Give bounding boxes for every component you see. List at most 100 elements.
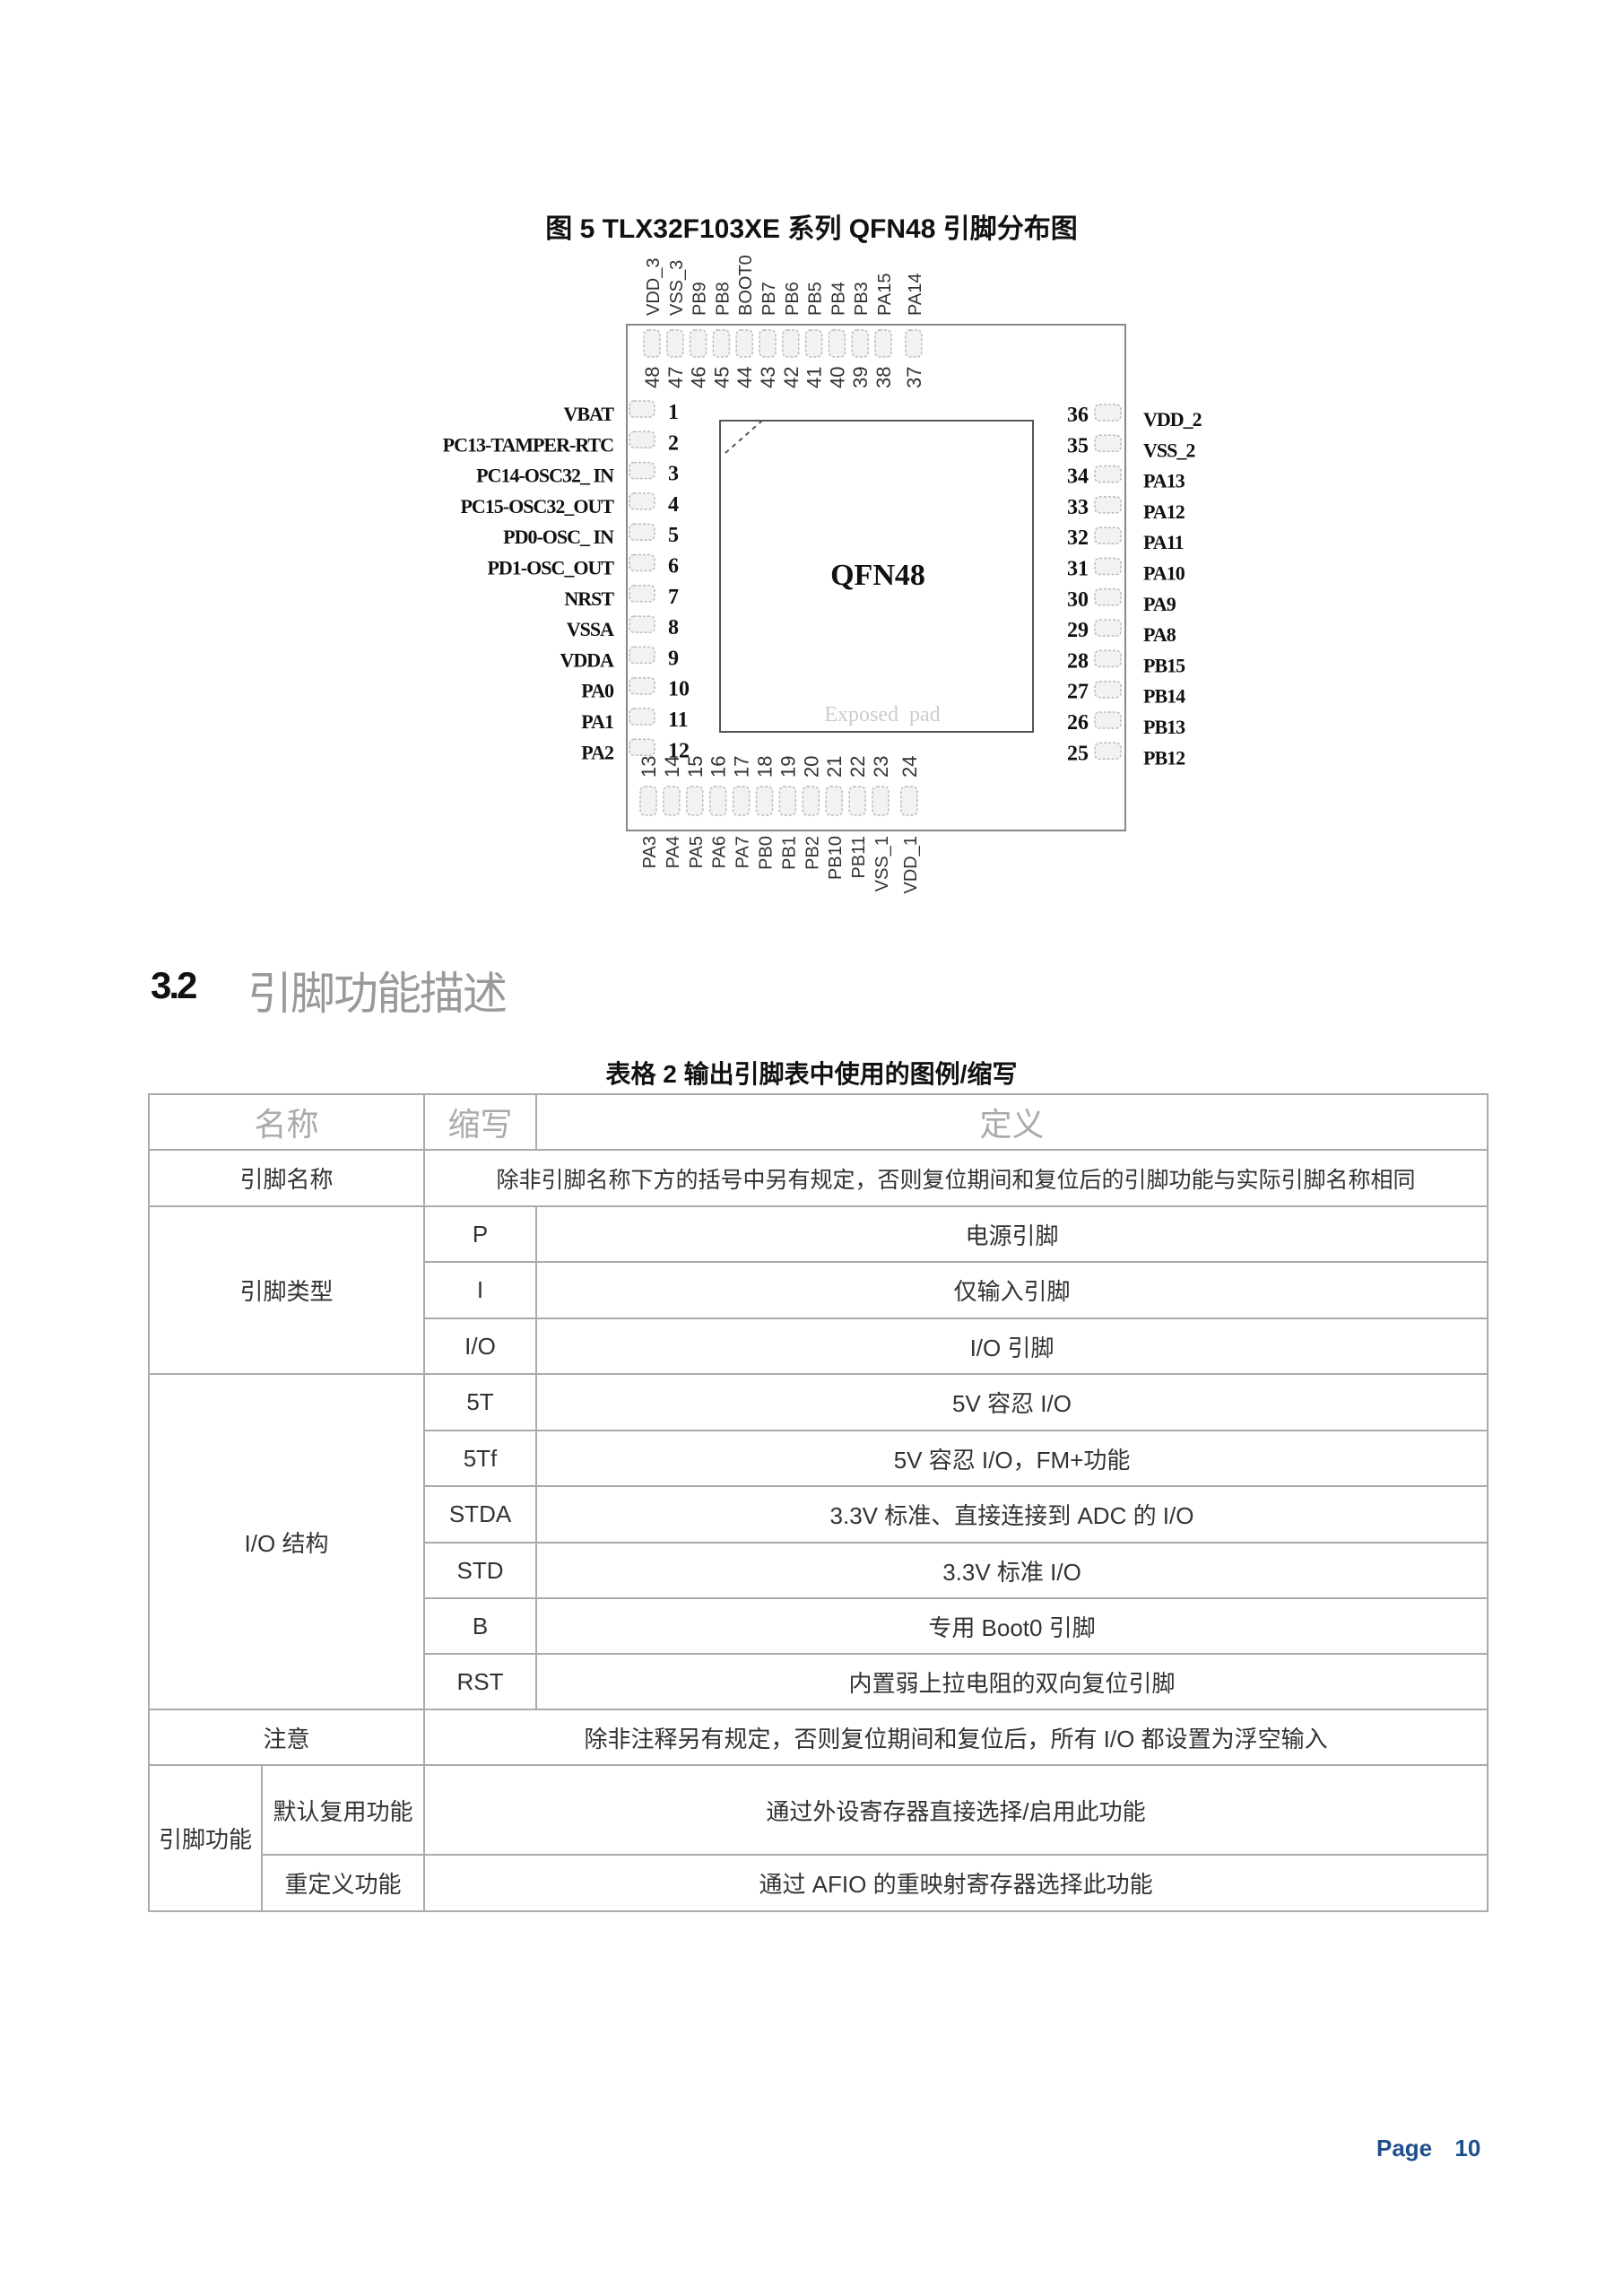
pin-label: VSS_2 [1143, 439, 1195, 461]
pin-label: PB4 [829, 282, 848, 316]
pin-number: 20 [800, 756, 822, 778]
pin-number: 28 [1067, 649, 1089, 673]
pin-pad [686, 786, 704, 816]
pin-number: 19 [777, 756, 799, 778]
row-definition: 5V 容忍 I/O [535, 1373, 1489, 1431]
exposed-pad-label: Exposed pad [824, 703, 940, 726]
pin-label: VDDA [560, 648, 614, 671]
row-abbr: STDA [423, 1485, 538, 1544]
pin-pad [782, 329, 800, 358]
table-row: RST 内置弱上拉电阻的双向复位引脚 [149, 1653, 1489, 1710]
row-abbr: I [423, 1261, 538, 1319]
pin-pad [629, 646, 655, 665]
pin-number: 24 [898, 756, 921, 778]
pin-number: 17 [731, 756, 753, 778]
pin-label: PB7 [759, 282, 779, 316]
pin-number: 10 [668, 678, 690, 701]
pin-label: PB15 [1143, 654, 1185, 676]
pin-number: 46 [688, 367, 710, 388]
row-definition: 3.3V 标准、直接连接到 ADC 的 I/O [535, 1485, 1489, 1544]
pin-pad [1094, 526, 1122, 544]
row-definition: 除非引脚名称下方的括号中另有规定，否则复位期间和复位后的引脚功能与实际引脚名称相… [423, 1149, 1489, 1207]
pin-pad [900, 786, 918, 816]
row-definition: 除非注释另有规定，否则复位期间和复位后，所有 I/O 都设置为浮空输入 [423, 1709, 1489, 1766]
pin-pad [825, 786, 843, 816]
pin-label: VDD_3 [644, 258, 664, 316]
pin-number: 8 [668, 616, 679, 639]
pin-number: 47 [664, 367, 687, 388]
pin-number: 30 [1067, 588, 1089, 612]
row-abbr: I/O [423, 1318, 538, 1375]
pin-label: PA2 [581, 741, 614, 763]
pin-label: PB2 [803, 836, 822, 870]
row-definition: 通过 AFIO 的重映射寄存器选择此功能 [423, 1854, 1489, 1912]
pin-label: PA6 [710, 836, 730, 868]
pin-label: PA15 [875, 274, 895, 316]
section-number: 3.2 [151, 964, 197, 1006]
pin-pad [629, 523, 655, 541]
pin-pad [643, 329, 661, 358]
pin-number: 32 [1067, 526, 1089, 550]
row-definition: 电源引脚 [535, 1205, 1489, 1263]
pin-pad [666, 329, 684, 358]
page-label: Page [1376, 2135, 1433, 2161]
pin-label: VBAT [564, 403, 615, 425]
pin-number: 15 [684, 756, 707, 778]
pin-pad [663, 786, 681, 816]
pin-pad [1094, 434, 1122, 453]
pin-label: PB11 [849, 836, 869, 878]
header-definition: 定义 [535, 1093, 1489, 1151]
pin-label: PA13 [1143, 470, 1185, 492]
pin-label: PB13 [1143, 716, 1185, 738]
package-label: QFN48 [830, 559, 925, 592]
pin-label: PD0-OSC_ IN [503, 526, 614, 548]
pin-number: 44 [733, 367, 756, 388]
pin-label: VDD_1 [901, 836, 921, 893]
pin-pad [872, 786, 890, 816]
pin-pad [1094, 465, 1122, 483]
pin-label: PA11 [1143, 531, 1183, 553]
table-title: 表格 2 输出引脚表中使用的图例/缩写 [605, 1060, 1018, 1088]
exposed-pad [719, 420, 1034, 733]
pin-number: 11 [668, 709, 689, 732]
pin-pad [1094, 557, 1122, 576]
pin-label: PB8 [713, 282, 733, 316]
row-abbr: RST [423, 1653, 538, 1710]
pin-label: PC14-OSC32_ IN [476, 465, 614, 487]
pin-number: 5 [668, 524, 679, 547]
pin-pad [629, 492, 655, 510]
pin-pad [778, 786, 797, 816]
pin-pad [804, 329, 823, 358]
pin-pad [629, 676, 655, 695]
table-row: 重定义功能 通过 AFIO 的重映射寄存器选择此功能 [149, 1854, 1489, 1912]
table-row: 注意 除非注释另有规定，否则复位期间和复位后，所有 I/O 都设置为浮空输入 [147, 1709, 1489, 1766]
pin-pad [629, 430, 655, 449]
row-sublabel: 重定义功能 [260, 1854, 426, 1912]
row-label: 引脚类型 [147, 1205, 426, 1375]
pin-number: 3 [668, 463, 679, 486]
row-abbr: STD [423, 1542, 538, 1599]
pin-label: PB10 [826, 836, 846, 880]
pin-number: 2 [668, 431, 679, 455]
table-row: 引脚名称 除非引脚名称下方的括号中另有规定，否则复位期间和复位后的引脚功能与实际… [147, 1149, 1489, 1207]
row-definition: 内置弱上拉电阻的双向复位引脚 [535, 1653, 1489, 1710]
figure-title: 图 5 TLX32F103XE 系列 QFN48 引脚分布图 [545, 214, 1078, 244]
pin-label: PA9 [1143, 593, 1176, 615]
pin-pad [629, 585, 655, 603]
pin-number: 40 [826, 367, 848, 388]
row-label: 引脚名称 [147, 1149, 426, 1207]
table-row: I/O I/O 引脚 [149, 1318, 1489, 1375]
pin-pad [629, 400, 655, 418]
pin-pad [1094, 680, 1122, 699]
table-row: STDA 3.3V 标准、直接连接到 ADC 的 I/O [149, 1485, 1489, 1544]
header-abbr: 缩写 [423, 1093, 538, 1151]
pin-label: PA4 [664, 836, 683, 868]
pin-pad [735, 329, 753, 358]
row-definition: 5V 容忍 I/O，FM+功能 [535, 1430, 1489, 1487]
pin-pad [629, 708, 655, 726]
row-definition: 3.3V 标准 I/O [535, 1542, 1489, 1599]
row-abbr: B [423, 1597, 538, 1655]
table-row: I/O 结构 5T 5V 容忍 I/O [147, 1373, 1489, 1710]
pin-number: 31 [1067, 558, 1089, 581]
